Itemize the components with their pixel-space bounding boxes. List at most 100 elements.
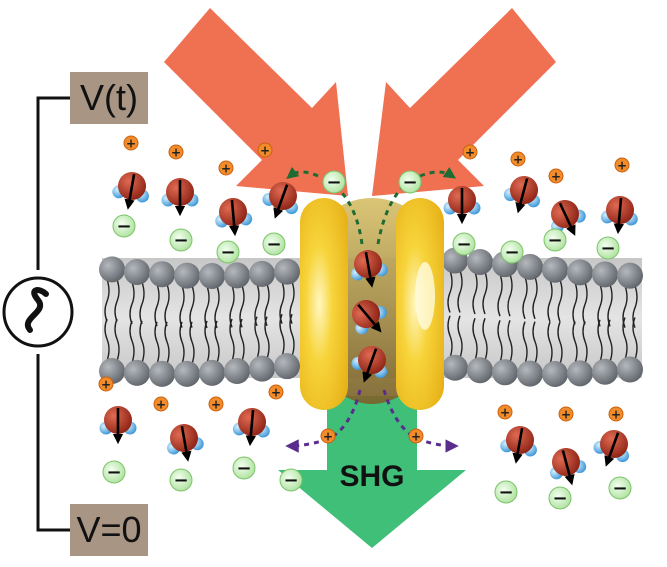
lipid-tail [189,285,195,328]
anion-symbol: − [173,470,188,491]
lipid-head [199,359,225,386]
anion-symbol: − [402,172,417,193]
anion-symbol: − [612,478,627,499]
water-molecule-icon [232,408,270,447]
lipid-head [517,360,543,387]
lipid-tail [447,315,453,359]
water-molecule-icon [600,196,638,235]
lipid-tail [507,320,513,363]
lipid-tails [104,270,638,365]
anion-icon: − [608,476,632,500]
anion-symbol: − [552,488,567,509]
anion-icon: − [543,228,567,252]
water-molecule-icon [593,430,630,467]
lipid-tail [457,315,463,359]
lipid-head [467,248,493,275]
anion-symbol: − [106,462,121,483]
lipid-head [174,360,200,387]
lipid-head [592,261,618,288]
lipid-head [224,262,250,289]
water-molecule-icon [215,198,253,237]
lipid-tail [264,316,270,359]
water-molecule-icon [503,176,541,214]
anion-icon: − [596,236,620,260]
lipid-tail [254,316,260,359]
lipid-tail [572,321,578,364]
anion-icon: − [452,232,476,256]
water-molecule-icon [112,172,149,210]
cation-symbol: + [513,153,523,167]
lipid-tail [214,285,220,329]
water-molecule-icon [549,448,587,486]
lipid-tail [289,313,295,357]
cation-icon: + [208,396,224,412]
lipid-tail [229,318,235,362]
cation-icon: + [558,406,574,422]
lipid-tail [154,321,160,365]
voltage-label-top: V(t) [70,72,148,124]
lipid-tail [129,281,135,325]
water-molecule-icon [500,426,537,464]
water-molecule-icon [443,186,481,225]
cation-icon: + [497,404,513,420]
anion-icon: − [398,170,422,194]
water-molecule-icon [352,300,387,335]
water-molecule-icon [262,182,299,219]
lipid-tail [472,271,478,315]
lipid-head [442,354,468,381]
cation-icon: + [218,160,234,176]
shg-output-arrow [278,396,466,548]
lipid-tail [482,317,488,361]
lipid-head [124,259,150,286]
lipid-head [617,262,643,289]
lipid-tail [239,318,245,362]
cation-symbol: + [611,408,621,422]
lipid-tail [457,270,463,313]
anion-icon: − [279,468,303,492]
anion-symbol: − [266,234,281,255]
anion-icon: − [548,486,572,510]
water-molecule-icon [351,346,388,383]
lipid-tail [522,276,528,320]
lipid-tail [607,319,613,362]
anion-symbol: − [326,172,341,193]
lipid-tail [532,321,538,364]
lipid-tail [189,321,195,365]
lipid-tail [447,270,453,313]
lipid-head [149,261,175,288]
cation-symbol: + [171,146,181,160]
cation-symbol: + [617,159,627,173]
lipid-tail [607,284,613,327]
lipid-head [149,360,175,387]
cation-symbol: + [551,170,561,184]
lipid-head [592,358,618,385]
anion-symbol: − [220,242,235,263]
cation-icon: + [320,428,336,444]
lipid-tail [129,320,135,364]
ac-source-icon [2,276,74,348]
channel-pore [338,198,406,404]
cation-symbol: + [221,162,231,176]
cation-icon: + [510,151,526,167]
cation-symbol: + [260,144,270,158]
cation-symbol: + [211,398,221,412]
anion-symbol: − [547,230,562,251]
lipid-head [249,260,275,287]
lipid-tail [582,321,588,364]
lipid-head [199,262,225,289]
water-molecule-icon [351,250,388,288]
cation-symbol: + [323,430,333,444]
cation-icon: + [548,168,564,184]
anion-symbol: − [236,458,251,479]
water-molecule-icon [161,178,199,217]
lipid-heads-upper [99,247,643,289]
lipid-tail [482,271,488,315]
cation-icon: + [462,144,478,160]
lipid-head [492,359,518,386]
cation-icon: + [268,384,284,400]
lipid-tail [114,318,120,362]
lipid-tail [154,283,160,327]
cation-symbol: + [101,378,111,392]
anion-icon: − [112,214,136,238]
lipid-tail [557,279,563,322]
